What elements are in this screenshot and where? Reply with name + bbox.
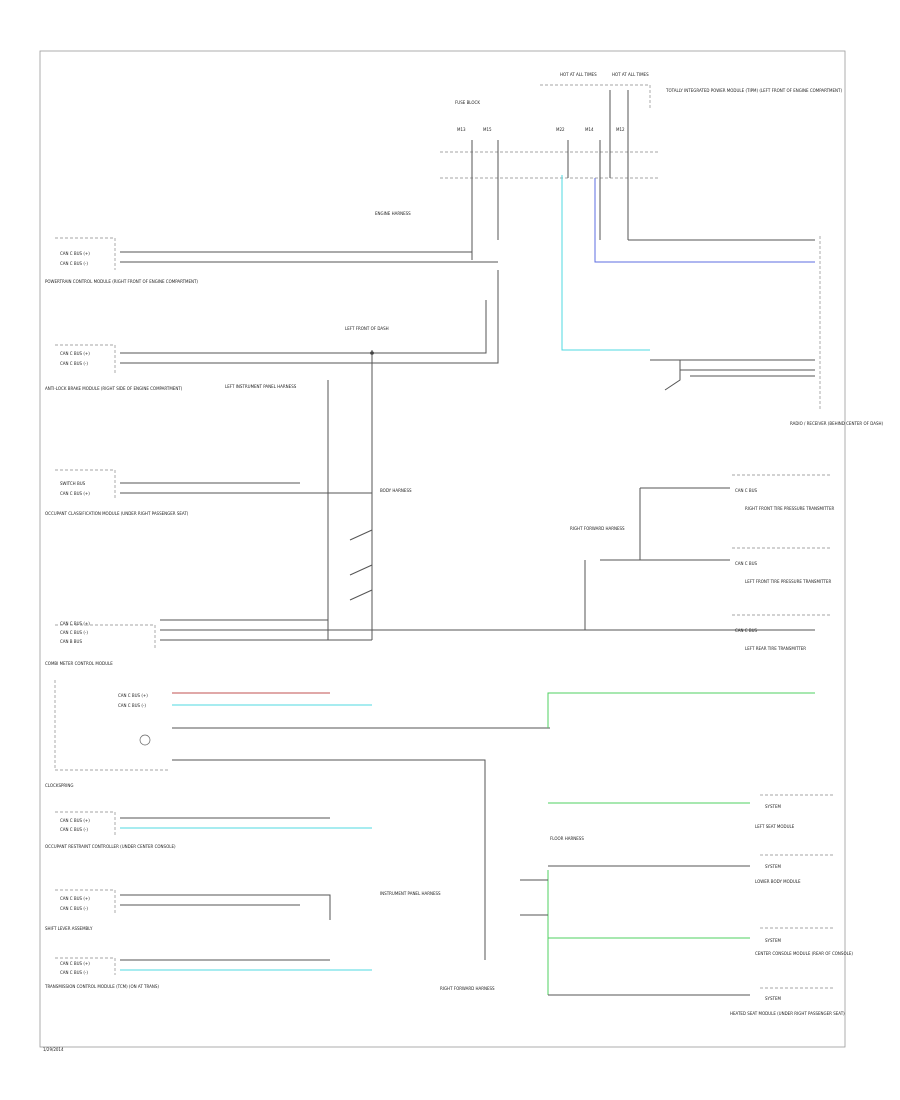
clk-pin-0: CAN C BUS (+) — [118, 693, 148, 698]
tcm-caption: TRANSMISSION CONTROL MODULE (TCM) (ON AT… — [44, 984, 159, 989]
mid-label-ip: INSTRUMENT PANEL HARNESS — [380, 891, 441, 896]
radio-splice — [664, 360, 681, 391]
abs-outline — [55, 344, 116, 375]
rf-tire-wire — [639, 487, 730, 560]
shift-outline — [55, 889, 116, 915]
mid-label-dash: LEFT FRONT OF DASH — [345, 326, 389, 331]
top-label-0: HOT AT ALL TIMES — [560, 72, 597, 77]
radio-caption: RADIO / RECEIVER (BEHIND CENTER OF DASH) — [790, 421, 883, 426]
mid-label-rfh-bottom: RIGHT FORWARD HARNESS — [440, 986, 495, 991]
lower-pin: SYSTEM — [765, 864, 781, 869]
occ2-block: CAN C BUS (+) CAN C BUS (-) OCCUPANT RES… — [45, 811, 372, 849]
tipm-outline — [540, 84, 651, 110]
occ2-pin-0: CAN C BUS (+) — [60, 818, 90, 823]
rf-tire-pin: CAN C BUS — [735, 488, 758, 493]
tcm-pin-0: CAN C BUS (+) — [60, 961, 90, 966]
tpm-block: CAN C BUS (+) CAN C BUS (-) CAN B BUS CO… — [45, 619, 815, 666]
diagram-frame — [39, 50, 846, 1048]
tipm-section: HOT AT ALL TIMES HOT AT ALL TIMES FUSE B… — [440, 72, 842, 260]
mid-label-floor: FLOOR HARNESS — [550, 836, 584, 841]
pcm-block: CAN C BUS (+) CAN C BUS (-) POWERTRAIN C… — [45, 237, 498, 284]
abs-wire-1 — [120, 300, 487, 354]
mid-label-body: BODY HARNESS — [380, 488, 412, 493]
pcm-outline — [55, 237, 116, 270]
trunk-splice-1 — [349, 529, 373, 541]
shift-block: CAN C BUS (+) CAN C BUS (-) SHIFT LEVER … — [45, 889, 441, 931]
occ-block: SWITCH BUS CAN C BUS (+) OCCUPANT CLASSI… — [45, 469, 412, 516]
lf-tire-caption: LEFT FRONT TIRE PRESSURE TRANSMITTER — [745, 579, 831, 584]
heated-caption: HEATED SEAT MODULE (UNDER RIGHT PASSENGE… — [730, 1011, 845, 1016]
abs-pin-0: CAN C BUS (+) — [60, 351, 90, 356]
lf-tire-pin: CAN C BUS — [735, 561, 758, 566]
clk-wire-4 — [172, 759, 486, 960]
occ-outline — [55, 469, 116, 500]
rf-tire-caption: RIGHT FRONT TIRE PRESSURE TRANSMITTER — [745, 506, 835, 511]
shift-pin-0: CAN C BUS (+) — [60, 896, 90, 901]
shift-pin-1: CAN C BUS (-) — [60, 906, 88, 911]
mid-label-engine: ENGINE HARNESS — [375, 211, 411, 216]
mid-label-lip: LEFT INSTRUMENT PANEL HARNESS — [225, 384, 297, 389]
fuse-m13: M13 — [457, 127, 466, 132]
trunk-splice-3 — [349, 589, 373, 601]
fuse-m14: M14 — [585, 127, 594, 132]
occ2-pin-1: CAN C BUS (-) — [60, 827, 88, 832]
lr-tire-pin: CAN C BUS — [735, 628, 758, 633]
abs-wire-2 — [120, 270, 499, 364]
pcm-caption: POWERTRAIN CONTROL MODULE (RIGHT FRONT O… — [45, 279, 198, 284]
trunk-splice-2 — [349, 564, 373, 576]
tpm-pin-1: CAN C BUS (-) — [60, 630, 88, 635]
abs-pin-1: CAN C BUS (-) — [60, 361, 88, 366]
top-label-1: HOT AT ALL TIMES — [612, 72, 649, 77]
clockspring-block: CAN C BUS (+) CAN C BUS (-) CLOCKSPRING — [45, 680, 550, 960]
fuse-block-label: FUSE BLOCK — [455, 100, 480, 105]
radio-block: RADIO / RECEIVER (BEHIND CENTER OF DASH) — [650, 236, 883, 426]
tpm-pin-2: CAN B BUS — [60, 639, 82, 644]
fuse-m15: M15 — [483, 127, 492, 132]
occ2-outline — [55, 811, 116, 835]
tpm-pin-0: CAN C BUS (+) — [60, 621, 90, 626]
right-modules: SYSTEM LEFT SEAT MODULE SYSTEM LOWER BOD… — [520, 794, 853, 1016]
lseat-pin: SYSTEM — [765, 804, 781, 809]
shift-caption: SHIFT LEVER ASSEMBLY — [45, 926, 93, 931]
lseat-caption: LEFT SEAT MODULE — [755, 824, 795, 829]
tpm-caption: COMBI METER CONTROL MODULE — [45, 661, 113, 666]
footer-code: 1/29/2014 — [43, 1047, 64, 1052]
occ-pin-1: CAN C BUS (+) — [60, 491, 90, 496]
abs-block: CAN C BUS (+) CAN C BUS (-) ANTI-LOCK BR… — [45, 270, 499, 391]
tcm-block: CAN C BUS (+) CAN C BUS (-) TRANSMISSION… — [44, 957, 495, 991]
fuse-block-outline — [440, 151, 660, 179]
pcm-pin-1: CAN C BUS (-) — [60, 261, 88, 266]
tire-transmitters: CAN C BUS RIGHT FRONT TIRE PRESSURE TRAN… — [570, 474, 835, 651]
occ-caption: OCCUPANT CLASSIFICATION MODULE (UNDER RI… — [45, 511, 189, 516]
shift-wire-1 — [120, 894, 331, 920]
center-pin: SYSTEM — [765, 938, 781, 943]
clk-outline — [54, 680, 170, 771]
occ2-caption: OCCUPANT RESTRAINT CONTROLLER (UNDER CEN… — [45, 844, 176, 849]
tpm-outline — [55, 624, 156, 650]
lower-caption: LOWER BODY MODULE — [755, 879, 801, 884]
lr-tire-caption: LEFT REAR TIRE TRANSMITTER — [745, 646, 806, 651]
mid-label-rfh: RIGHT FORWARD HARNESS — [570, 526, 625, 531]
pcm-pin-0: CAN C BUS (+) — [60, 251, 90, 256]
fuse-m12: M12 — [616, 127, 625, 132]
occ-pin-0: SWITCH BUS — [60, 481, 86, 486]
clk-caption: CLOCKSPRING — [45, 783, 73, 788]
tcm-pin-1: CAN C BUS (-) — [60, 970, 88, 975]
blue-wire-radio — [594, 178, 815, 263]
heated-pin: SYSTEM — [765, 996, 781, 1001]
clk-ground-icon — [139, 734, 151, 746]
center-caption: CENTER CONSOLE MODULE (REAR OF CONSOLE) — [755, 951, 853, 956]
clk-pin-1: CAN C BUS (-) — [118, 703, 146, 708]
tipm-label: TOTALLY INTEGRATED POWER MODULE (TIPM) (… — [665, 88, 842, 93]
tcm-outline — [55, 957, 116, 975]
green-wire-1 — [547, 692, 815, 728]
abs-caption: ANTI-LOCK BRAKE MODULE (RIGHT SIDE OF EN… — [45, 386, 183, 391]
cyan-vertical-wire — [561, 175, 650, 351]
fuse-m22: M22 — [556, 127, 565, 132]
